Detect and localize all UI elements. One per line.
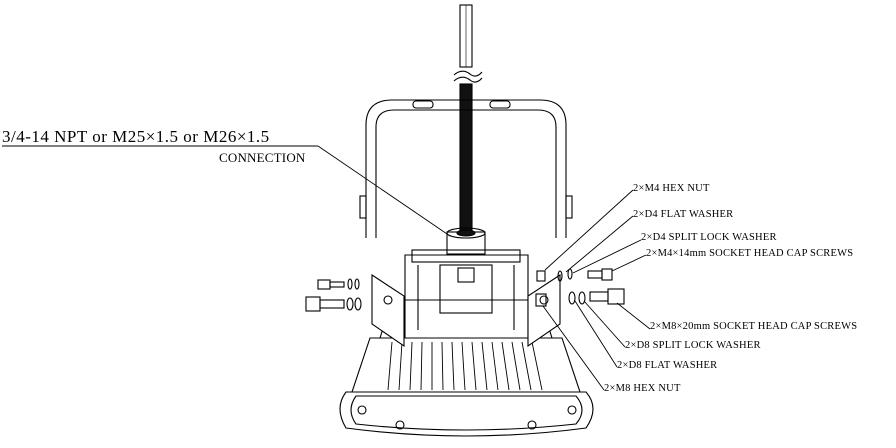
heatsink-body (339, 337, 594, 437)
callout-m8-screws: 2×M8×20mm SOCKET HEAD CAP SCREWS (650, 321, 858, 332)
mounting-u-bracket (359, 99, 573, 238)
callout-m4-screws: 2×M4×14mm SOCKET HEAD CAP SCREWS (646, 248, 854, 259)
callout-m4-hex-nut: 2×M4 HEX NUT (633, 183, 710, 194)
right-hardware (535, 268, 625, 307)
callout-d4-flat-washer: 2×D4 FLAT WASHER (633, 209, 734, 220)
callout-m8-hex-nut: 2×M8 HEX NUT (604, 383, 681, 394)
callout-d4-split-lock-washer: 2×D4 SPLIT LOCK WASHER (641, 232, 777, 243)
left-hardware (305, 278, 362, 312)
driver-housing (379, 249, 553, 339)
side-brackets (371, 273, 561, 348)
power-cable (453, 4, 483, 245)
leader-lines (2, 145, 651, 391)
connection-callout-line1: 3/4-14 NPT or M25×1.5 or M26×1.5 (2, 127, 270, 146)
callout-d8-flat-washer: 2×D8 FLAT WASHER (617, 360, 718, 371)
cable-gland (446, 227, 486, 255)
connection-callout-line2: CONNECTION (219, 150, 306, 165)
callout-d8-split-lock-washer: 2×D8 SPLIT LOCK WASHER (625, 340, 761, 351)
